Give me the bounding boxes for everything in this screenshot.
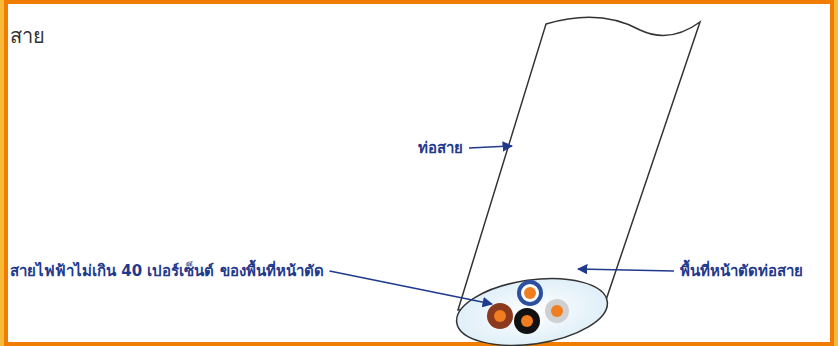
conduit-label: ท่อสาย — [418, 136, 463, 160]
cross-section-label: พื้นที่หน้าตัดท่อสาย — [680, 259, 803, 283]
page-frame — [4, 0, 834, 346]
heading-text: สาย — [10, 20, 45, 52]
leader-arrow — [330, 271, 492, 304]
leader-arrow — [469, 146, 512, 148]
leader-arrow — [578, 269, 674, 271]
cable-fill-label: สายไฟฟ้าไม่เกิน 40 เปอร์เซ็นต์ ของพื้นที… — [10, 259, 324, 283]
